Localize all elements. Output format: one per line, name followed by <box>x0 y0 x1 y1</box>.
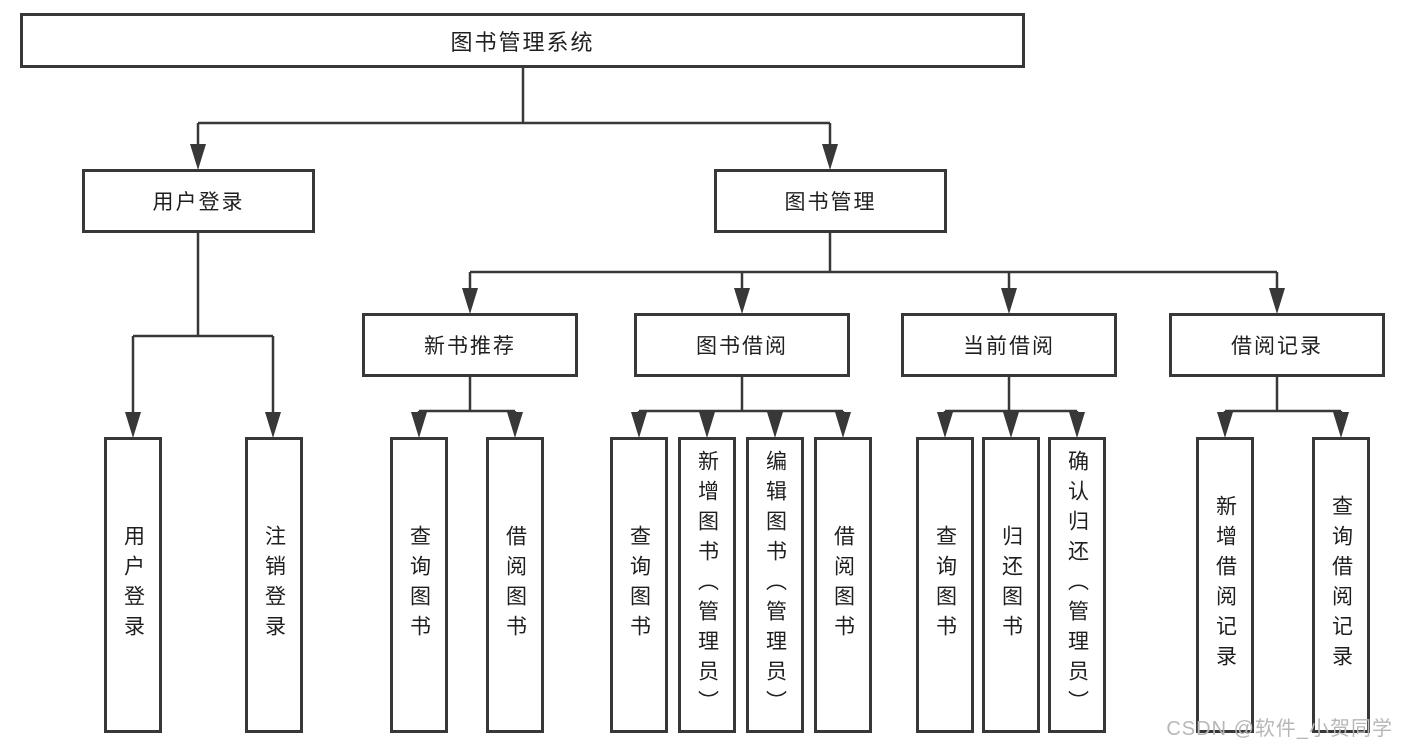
leaf-query-books-borrow: 查询图书 <box>610 437 668 733</box>
leaf-query-books-recommend: 查询图书 <box>390 437 448 733</box>
node-label: 查询图书 <box>627 525 651 645</box>
node-label: 当前借阅 <box>963 335 1055 358</box>
node-label: 新书推荐 <box>424 335 516 358</box>
node-label: 图书借阅 <box>696 335 788 358</box>
node-root-library-system: 图书管理系统 <box>20 13 1025 68</box>
node-new-book-recommend: 新书推荐 <box>362 313 578 377</box>
node-label: 查询图书 <box>407 525 431 645</box>
leaf-borrow-books: 借阅图书 <box>814 437 872 733</box>
leaf-borrow-books-recommend: 借阅图书 <box>486 437 544 733</box>
node-label: 查询图书 <box>933 525 957 645</box>
node-label: 新增借阅记录 <box>1213 495 1237 675</box>
node-label: 归还图书 <box>999 525 1023 645</box>
leaf-user-login: 用户登录 <box>104 437 162 733</box>
node-label: 借阅图书 <box>831 525 855 645</box>
node-book-borrow: 图书借阅 <box>634 313 850 377</box>
node-label: 图书管理 <box>784 191 877 214</box>
node-label: 用户登录 <box>121 525 145 645</box>
leaf-add-books-admin: 新增图书（管理员） <box>678 437 736 733</box>
node-label: 借阅图书 <box>503 525 527 645</box>
csdn-watermark: CSDN @软件_小贺同学 <box>1166 718 1393 740</box>
node-label: 编辑图书（管理员） <box>763 450 787 720</box>
leaf-return-books: 归还图书 <box>982 437 1040 733</box>
node-user-login: 用户登录 <box>82 169 315 233</box>
leaf-edit-books-admin: 编辑图书（管理员） <box>746 437 804 733</box>
node-book-management: 图书管理 <box>714 169 947 233</box>
leaf-confirm-return-admin: 确认归还（管理员） <box>1048 437 1106 733</box>
node-label: 用户登录 <box>152 191 245 214</box>
node-label: 查询借阅记录 <box>1329 495 1353 675</box>
node-current-borrow: 当前借阅 <box>901 313 1117 377</box>
node-label: 确认归还（管理员） <box>1065 450 1089 720</box>
node-label: 图书管理系统 <box>450 29 595 55</box>
node-label: 注销登录 <box>262 525 286 645</box>
node-label: 新增图书（管理员） <box>695 450 719 720</box>
leaf-logout: 注销登录 <box>245 437 303 733</box>
node-borrow-records: 借阅记录 <box>1169 313 1385 377</box>
arrowheads <box>125 144 1349 438</box>
leaf-add-borrow-record: 新增借阅记录 <box>1196 437 1254 733</box>
leaf-query-books-current: 查询图书 <box>916 437 974 733</box>
leaf-query-borrow-record: 查询借阅记录 <box>1312 437 1370 733</box>
node-label: 借阅记录 <box>1231 335 1323 358</box>
